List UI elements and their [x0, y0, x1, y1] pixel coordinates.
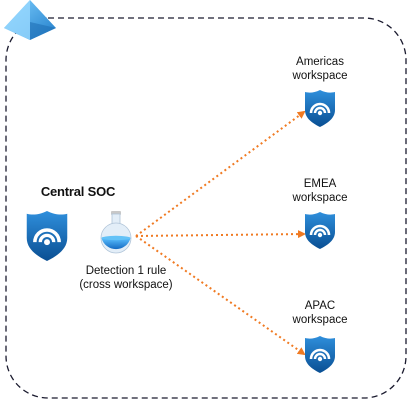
emea-workspace-shield-icon	[303, 210, 337, 251]
central-soc-title: Central SOC	[40, 184, 116, 199]
americas-suffix: workspace	[292, 70, 348, 82]
detection-rule-line1: Detection 1 rule	[85, 265, 167, 277]
apac-name: APAC	[304, 300, 336, 312]
detection-rule-label: Detection 1 rule (cross workspace)	[62, 264, 190, 292]
apac-workspace-shield-icon	[303, 334, 337, 375]
soc-boundary	[5, 17, 407, 399]
americas-workspace-label: Americas workspace	[280, 55, 360, 83]
apac-workspace-label: APAC workspace	[280, 299, 360, 327]
arrow-to-apac	[135, 235, 306, 356]
emea-name: EMEA	[303, 178, 337, 190]
emea-workspace-label: EMEA workspace	[280, 177, 360, 205]
arrow-to-americas	[135, 110, 306, 237]
detection-rule-line2: (cross workspace)	[79, 279, 173, 291]
arrow-to-emea	[135, 230, 306, 239]
americas-name: Americas	[296, 56, 344, 68]
apac-suffix: workspace	[292, 314, 348, 326]
flask-icon	[100, 211, 132, 254]
americas-workspace-shield-icon	[303, 88, 337, 129]
emea-suffix: workspace	[292, 192, 348, 204]
central-soc-shield-icon	[24, 209, 70, 263]
azure-logo-icon	[4, 0, 56, 40]
